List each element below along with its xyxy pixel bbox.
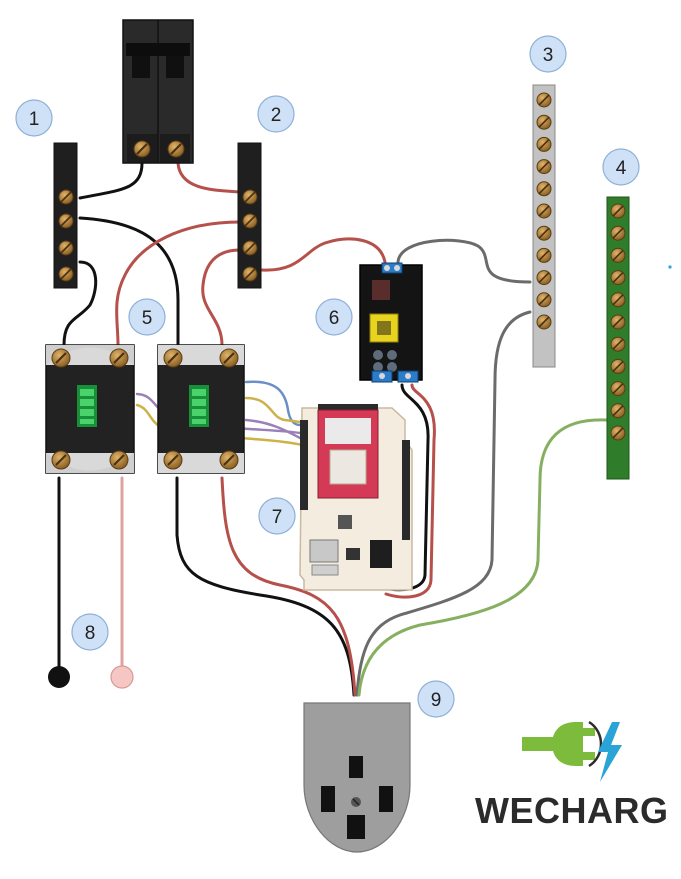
- neutral-screws-screw-slot: [538, 94, 550, 106]
- svg-text:7: 7: [272, 507, 283, 528]
- bus1-screws-screw-slot: [60, 242, 72, 254]
- wire-black-breaker-to-bus1: [78, 161, 144, 200]
- neutral-screws-screw-slot: [538, 138, 550, 150]
- ground-screws-screw-slot: [612, 272, 624, 284]
- wire-red-bus2-to-psu: [260, 237, 387, 272]
- logo-wordmark: WECHARG: [475, 790, 668, 831]
- bus1-screws-screw-slot: [60, 268, 72, 280]
- bus2-screws-screw-slot: [244, 191, 256, 203]
- wire-black-bus1-to-relayA: [62, 260, 98, 347]
- ground-screws-screw-slot: [612, 405, 624, 417]
- lightning-bolt-icon: [598, 722, 622, 782]
- bus-bar-2: [237, 142, 262, 289]
- wire-yellow-signal-relayB: [244, 396, 302, 424]
- wire-blue-signal-relayB: [244, 380, 302, 427]
- neutral-screws-screw-slot: [538, 205, 550, 217]
- l2-terminal: [110, 665, 134, 689]
- neutral-screws-screw-slot: [538, 183, 550, 195]
- neutral-screws-screw-slot: [538, 249, 550, 261]
- wecharg-logo: WECHARG: [475, 720, 668, 831]
- outlet-left-slot: [321, 786, 335, 812]
- callout-5: 5: [128, 298, 166, 336]
- callout-2: 2: [257, 95, 295, 133]
- bus1-screws-screw-slot: [60, 215, 72, 227]
- neutral-bar: [532, 84, 556, 368]
- relay-a: [45, 344, 135, 474]
- ground-screws-screw-slot: [612, 427, 624, 439]
- plug-icon: [522, 720, 603, 768]
- relay-b: [157, 344, 245, 474]
- svg-text:1: 1: [29, 109, 40, 130]
- wire-purple-signal-relayB: [244, 418, 302, 440]
- wire-red-bus2-to-relayA: [115, 220, 242, 347]
- ground-screws-screw-slot: [612, 227, 624, 239]
- wire-black-relayB-to-outlet: [175, 476, 356, 697]
- neutral-screws-screw-slot: [538, 316, 550, 328]
- svg-text:2: 2: [271, 105, 282, 126]
- bus1-screws-screw-slot: [60, 191, 72, 203]
- bus-bar-1: [53, 142, 78, 289]
- svg-text:3: 3: [543, 45, 554, 66]
- wires: [57, 161, 609, 697]
- ground-screws-screw-slot: [612, 360, 624, 372]
- callout-6: 6: [315, 298, 353, 336]
- ground-screws-screw-slot: [612, 383, 624, 395]
- svg-text:9: 9: [431, 690, 442, 711]
- svg-text:4: 4: [616, 158, 627, 179]
- wire-red-bus2-to-relayB: [201, 248, 242, 347]
- bus2-screws-screw-slot: [244, 215, 256, 227]
- ground-screws-screw-slot: [612, 294, 624, 306]
- l1-terminal: [48, 666, 70, 688]
- bus2-screws-screw-slot: [244, 268, 256, 280]
- neutral-screws-screw-slot: [538, 161, 550, 173]
- ground-screws-screw-slot: [612, 338, 624, 350]
- svg-text:8: 8: [85, 623, 96, 644]
- wire-gray-psu-to-neutral: [396, 238, 532, 284]
- svg-text:5: 5: [142, 308, 153, 329]
- outlet-right-slot: [379, 786, 393, 812]
- callout-8: 8: [71, 613, 109, 651]
- neutral-screws-screw-slot: [538, 294, 550, 306]
- stray-dot: [668, 265, 672, 269]
- callout-4: 4: [602, 148, 640, 186]
- wire-red-psu-to-controller: [384, 383, 436, 599]
- wire-black-bus1-to-relayB: [78, 216, 180, 347]
- outlet-ground-slot: [349, 756, 363, 778]
- neutral-screws-screw-slot: [538, 272, 550, 284]
- svg-text:6: 6: [329, 308, 340, 329]
- controller-board: [299, 404, 413, 591]
- callout-9: 9: [417, 680, 455, 718]
- nema-14-50-outlet: [303, 702, 411, 853]
- wire-red-breaker-to-bus2: [176, 161, 242, 194]
- callout-badges: 1 2 3 4 5 6 7 8: [15, 35, 640, 718]
- ground-bar: [606, 196, 630, 480]
- callout-7: 7: [258, 497, 296, 535]
- outlet-neutral-slot: [347, 815, 365, 839]
- wire-gray-neutral-to-outlet: [355, 310, 532, 697]
- leg-terminals: [48, 665, 134, 689]
- double-pole-breaker: [122, 19, 194, 164]
- wire-red-relayB-to-outlet: [220, 476, 357, 697]
- ground-screws-screw-slot: [612, 205, 624, 217]
- bus2-screws-screw-slot: [244, 242, 256, 254]
- neutral-screws-screw-slot: [538, 116, 550, 128]
- power-supply: [359, 262, 423, 383]
- wire-green-ground-to-outlet: [357, 418, 609, 697]
- ground-screws-screw-slot: [612, 249, 624, 261]
- callout-1: 1: [15, 99, 53, 137]
- ground-screws-screw-slot: [612, 316, 624, 328]
- neutral-screws-screw-slot: [538, 227, 550, 239]
- callout-3: 3: [529, 35, 567, 73]
